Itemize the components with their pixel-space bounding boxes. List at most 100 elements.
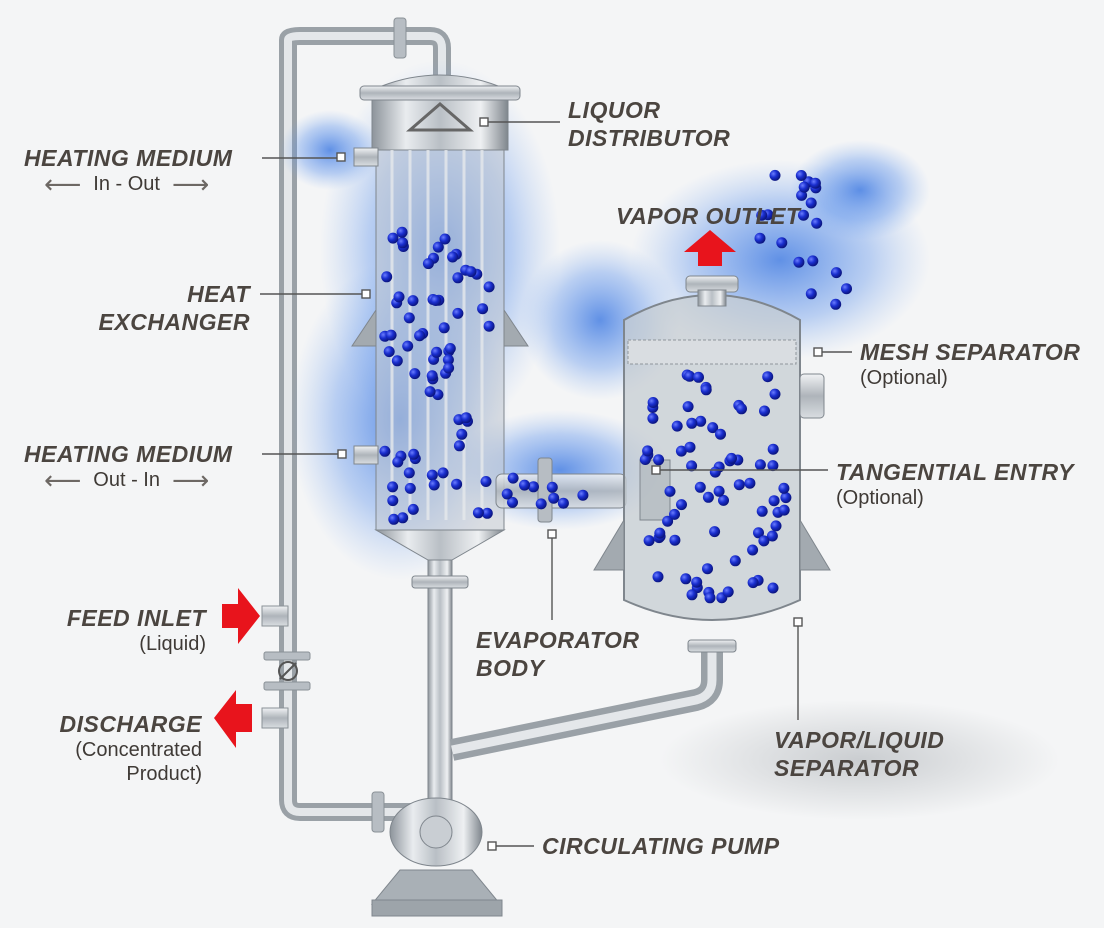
bubble bbox=[705, 592, 716, 603]
bubble bbox=[558, 498, 569, 509]
bubble bbox=[672, 421, 683, 432]
bubble bbox=[402, 341, 413, 352]
bubble bbox=[429, 480, 440, 491]
bubble bbox=[755, 459, 766, 470]
bubble bbox=[776, 237, 787, 248]
heating-medium-top-title: HEATING MEDIUM bbox=[24, 144, 232, 172]
bubble bbox=[762, 371, 773, 382]
bubble bbox=[508, 473, 519, 484]
heating-medium-top-sub: In - Out bbox=[93, 172, 160, 196]
bubble bbox=[685, 442, 696, 453]
pipe-flange bbox=[264, 682, 310, 690]
arrow-left-icon: ⟵ bbox=[44, 468, 81, 492]
arrow-left-icon: ⟵ bbox=[44, 172, 81, 196]
bubble bbox=[841, 283, 852, 294]
bubble bbox=[703, 492, 714, 503]
liquor-distributor-line-1: LIQUOR bbox=[568, 96, 730, 124]
bubble bbox=[723, 586, 734, 597]
vapor-outlet-label: VAPOR OUTLET bbox=[616, 202, 800, 230]
bubble bbox=[394, 291, 405, 302]
bubble bbox=[443, 363, 454, 374]
bubble bbox=[747, 545, 758, 556]
bubble bbox=[438, 467, 449, 478]
feed-inlet-title: FEED INLET bbox=[67, 604, 206, 632]
vapor-outlet-title: VAPOR OUTLET bbox=[616, 202, 800, 230]
bubble bbox=[757, 506, 768, 517]
bubble bbox=[536, 498, 547, 509]
vapor-liquid-separator-line-2: SEPARATOR bbox=[774, 754, 944, 782]
bubble bbox=[683, 401, 694, 412]
bubble bbox=[669, 535, 680, 546]
bubble bbox=[755, 233, 766, 244]
bubble bbox=[811, 218, 822, 229]
bubble bbox=[730, 555, 741, 566]
bubble bbox=[647, 413, 658, 424]
bubble bbox=[642, 445, 653, 456]
bubble bbox=[799, 182, 810, 193]
heating-medium-top-label: HEATING MEDIUM ⟵ In - Out ⟶ bbox=[24, 144, 232, 196]
liquor-distributor-line-2: DISTRIBUTOR bbox=[568, 124, 730, 152]
heating-medium-bottom-title: HEATING MEDIUM bbox=[24, 440, 232, 468]
heat-exchanger-label: HEAT EXCHANGER bbox=[99, 280, 250, 336]
pipe-flange bbox=[264, 652, 310, 660]
liquor-distributor-label: LIQUOR DISTRIBUTOR bbox=[568, 96, 730, 152]
tangential-entry-sub: (Optional) bbox=[836, 486, 1074, 510]
bubble bbox=[726, 453, 737, 464]
bubble bbox=[454, 440, 465, 451]
bubble bbox=[447, 252, 458, 263]
bubble bbox=[387, 481, 398, 492]
bubble bbox=[807, 255, 818, 266]
heat-exchanger-line-1: HEAT bbox=[99, 280, 250, 308]
tangential-entry-label: TANGENTIAL ENTRY (Optional) bbox=[836, 458, 1074, 510]
bubble bbox=[484, 321, 495, 332]
evaporator-body-line-1: EVAPORATOR bbox=[476, 626, 639, 654]
bubble bbox=[793, 257, 804, 268]
bubble bbox=[669, 509, 680, 520]
bubble bbox=[423, 258, 434, 269]
bubble bbox=[397, 237, 408, 248]
bubble bbox=[796, 170, 807, 181]
feed-inlet-arrow bbox=[222, 588, 260, 644]
discharge-arrow bbox=[214, 690, 252, 748]
heating-nozzle-top bbox=[354, 148, 378, 166]
bubble bbox=[830, 299, 841, 310]
heating-medium-bottom-label: HEATING MEDIUM ⟵ Out - In ⟶ bbox=[24, 440, 232, 492]
bubble bbox=[806, 198, 817, 209]
bubble bbox=[548, 493, 559, 504]
bubble bbox=[806, 288, 817, 299]
vapor-liquid-separator-line-1: VAPOR/LIQUID bbox=[774, 726, 944, 754]
support-lug bbox=[594, 520, 624, 570]
bubble bbox=[653, 454, 664, 465]
discharge-label: DISCHARGE (Concentrated Product) bbox=[59, 710, 202, 786]
bubble bbox=[748, 577, 759, 588]
bubble bbox=[392, 457, 403, 468]
bubble bbox=[702, 563, 713, 574]
bubble bbox=[477, 303, 488, 314]
bubble bbox=[715, 429, 726, 440]
bubble bbox=[709, 526, 720, 537]
evaporator-body-line-2: BODY bbox=[476, 654, 639, 682]
bubble bbox=[404, 312, 415, 323]
tangential-entry-title: TANGENTIAL ENTRY bbox=[836, 458, 1074, 486]
bubble bbox=[387, 495, 398, 506]
bubble bbox=[744, 478, 755, 489]
bubble bbox=[577, 490, 588, 501]
bubble bbox=[433, 242, 444, 253]
support-lug bbox=[800, 520, 830, 570]
bubble bbox=[810, 178, 821, 189]
heating-medium-bottom-sub: Out - In bbox=[93, 468, 160, 492]
bubble bbox=[408, 295, 419, 306]
feed-inlet-sub: (Liquid) bbox=[67, 632, 206, 656]
bubble bbox=[388, 233, 399, 244]
bubble bbox=[770, 389, 781, 400]
bubble bbox=[693, 372, 704, 383]
bubble bbox=[456, 429, 467, 440]
bubble bbox=[547, 482, 558, 493]
bubble bbox=[758, 535, 769, 546]
bubble bbox=[445, 343, 456, 354]
feed-inlet-label: FEED INLET (Liquid) bbox=[67, 604, 206, 656]
bubble bbox=[654, 528, 665, 539]
bubble bbox=[484, 281, 495, 292]
bubble bbox=[831, 267, 842, 278]
bubble bbox=[701, 384, 712, 395]
